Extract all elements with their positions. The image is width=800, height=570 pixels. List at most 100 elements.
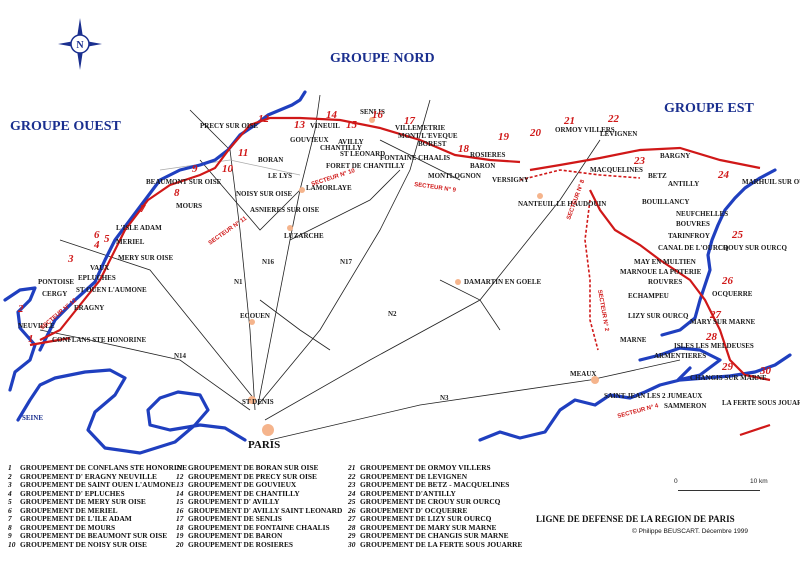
map-title: LIGNE DE DEFENSE DE LA REGION DE PARIS (536, 514, 735, 524)
compass-north-letter: N (76, 40, 84, 51)
group-number: 17 (404, 115, 416, 127)
town-label: BOREST (418, 140, 447, 148)
town-label: CANAL DE L'OURCQ (658, 244, 729, 252)
town-label: MAY EN MULTIEN (634, 258, 696, 266)
town-label: MEAUX (570, 370, 596, 378)
town-label: LE LYS (268, 172, 292, 180)
town-label: ROSIERES (470, 151, 506, 159)
group-number: 5 (104, 233, 110, 245)
group-number: 24 (717, 169, 730, 181)
group-number: 27 (709, 309, 722, 321)
paris-label: PARIS (248, 439, 280, 451)
town-label: BETZ (648, 172, 667, 180)
road-label: N2 (388, 310, 397, 318)
road-label: N17 (340, 258, 353, 266)
scale-ten-label: 10 km (750, 478, 768, 485)
group-number: 7 (140, 203, 146, 215)
title-block: LIGNE DE DEFENSE DE LA REGION DE PARIS ©… (536, 514, 748, 535)
town-label: NANTEUIL LE HAUDOUIN (518, 200, 606, 208)
group-number: 30 (759, 365, 772, 377)
town-label: FORET DE CHANTILLY (326, 162, 405, 170)
town-label: MARY SUR MARNE (690, 318, 756, 326)
town-label: ST DENIS (242, 398, 274, 406)
group-number: 14 (326, 109, 338, 121)
senlis-marker (369, 117, 375, 123)
town-label: CHANTILLY (320, 144, 362, 152)
town-label: MARNE (620, 336, 647, 344)
town-label: FONTAINE CHAALIS (380, 154, 450, 162)
road-network (39, 94, 681, 441)
town-label: ST LEONARD (340, 150, 385, 158)
town-label: NOISY SUR OISE (236, 190, 292, 198)
town-label: AVILLY (338, 138, 364, 146)
group-number: 21 (563, 115, 575, 127)
town-label: ECOUEN (240, 312, 270, 320)
road-label: N3 (440, 394, 449, 402)
copyright-symbol: © (632, 528, 637, 535)
seine-west-river (3, 286, 37, 392)
town-label: ISLES LES MELDEUSES (674, 342, 754, 350)
group-nord-label: GROUPE NORD (330, 51, 435, 66)
group-number: 3 (67, 253, 74, 265)
town-label: MERIEL (116, 238, 145, 246)
group-number: 1 (28, 333, 34, 345)
town-label: LIZY SUR OURCQ (628, 312, 689, 320)
town-label: EPLUCHES (78, 274, 116, 282)
town-label: ERAGNY (74, 304, 104, 312)
town-label: ECHAMPEU (628, 292, 669, 300)
town-label: LA FERTE SOUS JOUARRE (722, 399, 800, 407)
town-label: DAMARTIN EN GOELE (464, 278, 541, 286)
town-label: BARGNY (660, 152, 690, 160)
road-label: N1 (234, 278, 243, 286)
sector-label: SECTEUR N° 4 (617, 403, 660, 420)
town-label: LAMORLAYE (306, 184, 352, 192)
group-number: 25 (731, 229, 744, 241)
group-number: 20 (529, 127, 542, 139)
group-number: 8 (174, 187, 180, 199)
town-label: MERY SUR OISE (118, 254, 173, 262)
town-label: OCQUERRE (712, 290, 753, 298)
damartin-marker (455, 279, 461, 285)
town-label: CROUY SUR OURCQ (718, 244, 788, 252)
town-label: ANTILLY (668, 180, 699, 188)
road-label: N14 (174, 352, 187, 360)
town-label: BARON (470, 162, 495, 170)
ourcq-river (660, 168, 777, 337)
town-label: PONTOISE (38, 278, 74, 286)
group-number: 12 (258, 113, 270, 125)
lamorlaye-marker (299, 187, 305, 193)
scale-bar: 0 10 km (670, 478, 770, 498)
road-label: N16 (262, 258, 275, 266)
town-label: GOUVIEUX (290, 136, 329, 144)
town-label: VILLEMETRIE (395, 124, 446, 132)
group-number: 4 (93, 239, 100, 251)
town-labels: PRECY SUR OISE SENLIS GOUVIEUX CHANTILLY… (18, 108, 800, 451)
group-number: 15 (346, 119, 358, 131)
town-label: MARNOUE LA POTERIE (620, 268, 702, 276)
sector-label: SECTEUR N° 2 (596, 289, 609, 332)
sector-label: SECTEUR N° 11 (208, 215, 249, 246)
group-number: 28 (705, 331, 718, 343)
town-label: BOUVRES (676, 220, 710, 228)
